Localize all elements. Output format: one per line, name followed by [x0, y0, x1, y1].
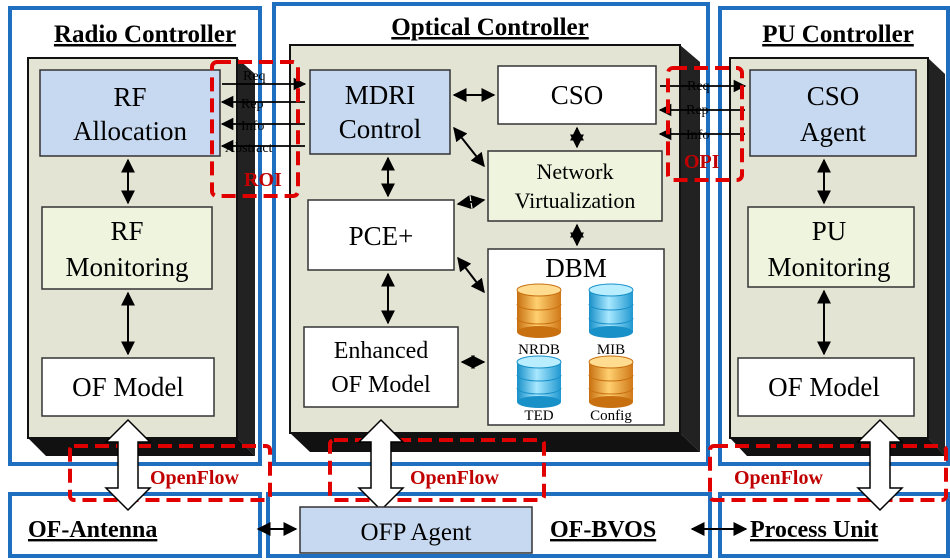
roi-rep-label: Rep — [241, 97, 264, 112]
pce-nv-arrow — [456, 194, 486, 210]
radio-of-model-label: OF Model — [72, 372, 184, 402]
enhanced-of-model-box — [303, 326, 459, 408]
openflow-dashed-right — [708, 444, 948, 502]
pu-monitoring-box — [747, 206, 915, 288]
openflow-dashed-left — [68, 444, 272, 502]
enhanced-of-model-line1: Enhanced — [334, 338, 429, 364]
opi-info-label: Info — [686, 128, 709, 143]
cso-label: CSO — [551, 80, 604, 110]
rf-monitoring-line2: Monitoring — [65, 252, 188, 282]
nrdb-label: NRDB — [518, 342, 560, 358]
of-antenna-label: OF-Antenna — [28, 517, 157, 543]
opi-dashed-box — [666, 66, 744, 182]
network-virtualization-box — [487, 150, 663, 222]
pu-monitoring-line2: Monitoring — [767, 252, 890, 282]
roi-info-label: Info — [241, 119, 264, 134]
openflow-label-right: OpenFlow — [734, 467, 823, 489]
cso-box — [497, 65, 657, 125]
mdri-control-line2: Control — [339, 114, 422, 144]
radio-of-model-box — [41, 357, 215, 417]
openflow-arrow-right — [856, 418, 904, 512]
openflow-arrow-left — [104, 418, 152, 512]
cso-agent-line2: Agent — [800, 117, 866, 147]
network-virtualization-line2: Virtualization — [515, 188, 636, 213]
rf-allocation-line2: Allocation — [73, 116, 187, 146]
pu-monitoring-line1: PU — [812, 216, 847, 246]
radio-controller-title: Radio Controller — [54, 21, 236, 48]
openflow-label-mid: OpenFlow — [410, 467, 499, 489]
roi-req-label: Req — [243, 69, 266, 84]
pce-box — [307, 199, 455, 271]
ted-label: TED — [524, 408, 553, 424]
openflow-label-left: OpenFlow — [150, 467, 239, 489]
roi-label: ROI — [244, 169, 282, 191]
optical-block-bottom — [290, 433, 700, 452]
ofp-agent-box — [299, 506, 533, 554]
cso-agent-box — [749, 69, 917, 157]
process-unit-label: Process Unit — [750, 517, 878, 543]
roi-abstract-label: Abstract — [225, 141, 273, 156]
rf-allocation-box — [39, 69, 221, 157]
cso-agent-line1: CSO — [807, 81, 860, 111]
opi-rep-label: Rep — [686, 103, 709, 118]
optical-controller-frame — [272, 2, 710, 466]
pce-dbm-arrow — [457, 256, 485, 294]
optical-controller-title: Optical Controller — [391, 14, 588, 41]
mdri-control-box — [309, 69, 451, 155]
radio-block-side — [237, 58, 255, 456]
of-bvos-label: OF-BVOS — [550, 517, 656, 543]
pu-controller-frame — [718, 6, 950, 466]
pu-controller-title: PU Controller — [762, 21, 914, 48]
optical-block-side — [680, 45, 700, 452]
mib-label: MIB — [597, 342, 625, 358]
pu-of-model-label: OF Model — [768, 372, 880, 402]
network-virtualization-line1: Network — [537, 159, 614, 184]
rf-monitoring-line1: RF — [110, 216, 143, 246]
opi-req-label: Req — [687, 79, 710, 94]
dbm-label: DBM — [545, 253, 607, 283]
mdri-control-line1: MDRI — [345, 80, 416, 110]
enhanced-of-model-line2: OF Model — [331, 372, 431, 398]
openflow-dashed-mid — [328, 438, 546, 502]
mib-database-icon — [588, 283, 634, 338]
pu-block-side — [928, 58, 945, 456]
nrdb-database-icon — [516, 283, 562, 338]
rf-allocation-line1: RF — [113, 82, 146, 112]
roi-dashed-box — [210, 60, 300, 198]
rf-monitoring-box — [41, 206, 213, 290]
config-database-icon — [588, 355, 634, 408]
pu-of-model-box — [737, 357, 915, 417]
mdri-nv-arrow — [453, 126, 485, 168]
ofp-agent-label: OFP Agent — [361, 519, 472, 546]
config-label: Config — [590, 408, 632, 424]
ted-database-icon — [516, 355, 562, 408]
opi-label: OPI — [684, 151, 720, 173]
pce-label: PCE+ — [349, 221, 414, 251]
